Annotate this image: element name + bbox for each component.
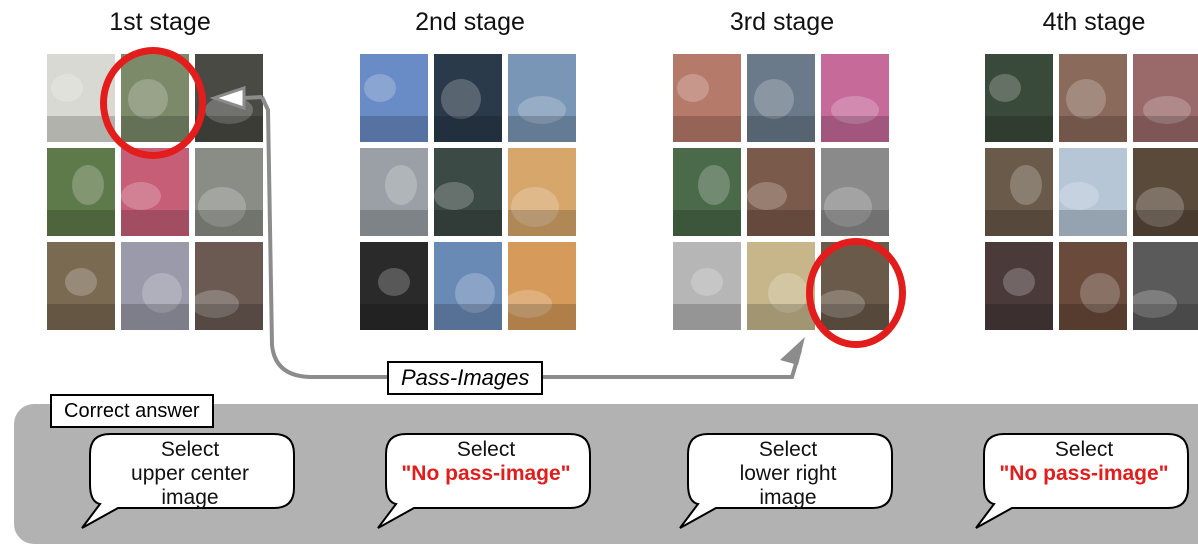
answer-line: image xyxy=(161,486,219,509)
stage-1-thumbnail[interactable] xyxy=(195,148,263,236)
stage-4-image-grid xyxy=(985,54,1198,330)
stage-1-highlight-circle xyxy=(100,47,206,159)
stage-4-title: 4th stage xyxy=(1042,8,1146,36)
stage-3-thumbnail[interactable] xyxy=(747,54,815,142)
stage-2-thumbnail[interactable] xyxy=(360,148,428,236)
stage-3-thumbnail[interactable] xyxy=(747,148,815,236)
stage-4-thumbnail[interactable] xyxy=(1133,54,1198,142)
stage-1-thumbnail[interactable] xyxy=(121,242,189,330)
stage-4-answer-text: Select"No pass-image" xyxy=(984,438,1184,486)
stage-3-thumbnail[interactable] xyxy=(673,148,741,236)
stage-4-thumbnail[interactable] xyxy=(1133,148,1198,236)
stage-2-thumbnail[interactable] xyxy=(360,54,428,142)
stage-2-thumbnail[interactable] xyxy=(508,242,576,330)
stage-1-thumbnail[interactable] xyxy=(47,148,115,236)
stage-4-answer-bubble: Select"No pass-image" xyxy=(972,432,1189,529)
stage-3-thumbnail[interactable] xyxy=(747,242,815,330)
answer-line: Select xyxy=(758,438,818,461)
stage-1-title: 1st stage xyxy=(109,8,211,36)
stage-2-thumbnail[interactable] xyxy=(434,54,502,142)
stage-2-thumbnail[interactable] xyxy=(434,242,502,330)
stage-3-thumbnail[interactable] xyxy=(673,242,741,330)
stage-4-thumbnail[interactable] xyxy=(985,54,1053,142)
answer-line: image xyxy=(759,486,817,509)
stage-2-thumbnail[interactable] xyxy=(508,148,576,236)
stage-4-thumbnail[interactable] xyxy=(1133,242,1198,330)
answer-line: lower right xyxy=(739,462,837,485)
stage-3-highlight-circle xyxy=(806,238,906,348)
pass-images-label: Pass-Images xyxy=(387,361,544,395)
stage-2-thumbnail[interactable] xyxy=(434,148,502,236)
stage-3-thumbnail[interactable] xyxy=(821,148,889,236)
no-pass-image-text: "No pass-image" xyxy=(401,462,571,485)
stage-2-thumbnail[interactable] xyxy=(360,242,428,330)
stage-3-thumbnail[interactable] xyxy=(673,54,741,142)
stage-2-thumbnail[interactable] xyxy=(508,54,576,142)
answer-line: Select xyxy=(160,438,220,461)
stage-3-thumbnail[interactable] xyxy=(821,54,889,142)
stage-4-thumbnail[interactable] xyxy=(1059,242,1127,330)
answer-line: Select xyxy=(456,438,516,461)
stage-1-thumbnail[interactable] xyxy=(121,148,189,236)
stage-4-thumbnail[interactable] xyxy=(985,242,1053,330)
stage-2-answer-bubble: Select"No pass-image" xyxy=(374,432,591,529)
stage-2-title: 2nd stage xyxy=(415,8,525,36)
no-pass-image-text: "No pass-image" xyxy=(999,462,1169,485)
answer-line: upper center xyxy=(131,462,249,485)
correct-answer-label: Correct answer xyxy=(50,394,214,428)
stage-1-thumbnail[interactable] xyxy=(195,54,263,142)
stage-2-answer-text: Select"No pass-image" xyxy=(386,438,586,486)
stage-4-thumbnail[interactable] xyxy=(1059,54,1127,142)
stage-2-image-grid xyxy=(360,54,576,330)
stage-4-thumbnail[interactable] xyxy=(985,148,1053,236)
answer-line: Select xyxy=(1054,438,1114,461)
stage-1-thumbnail[interactable] xyxy=(47,242,115,330)
stage-4-thumbnail[interactable] xyxy=(1059,148,1127,236)
stage-1-thumbnail[interactable] xyxy=(195,242,263,330)
stage-3-title: 3rd stage xyxy=(729,8,835,36)
